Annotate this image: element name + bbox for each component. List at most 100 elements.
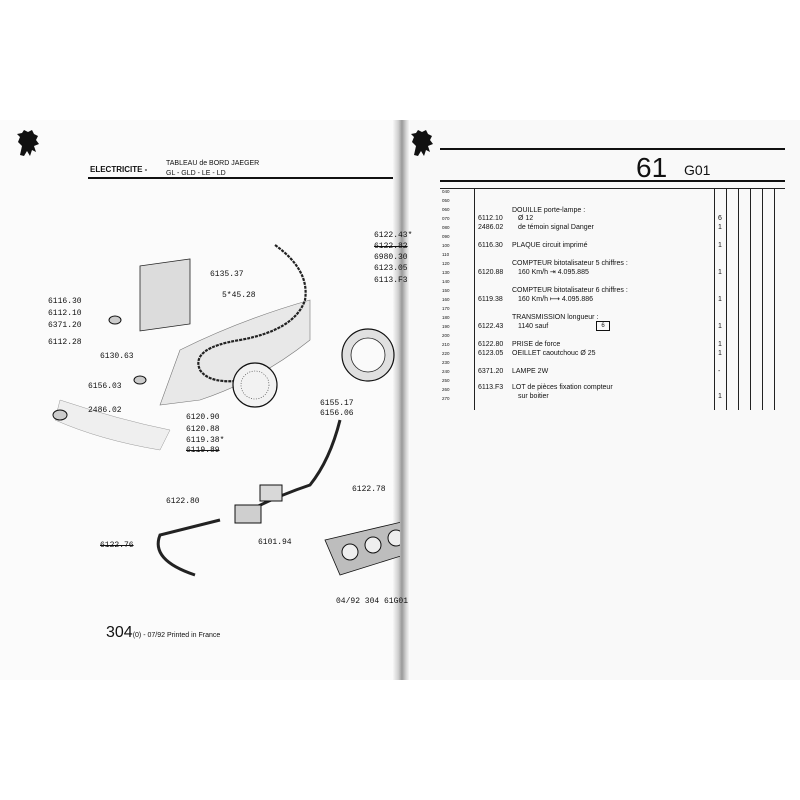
- line-code: 170: [442, 306, 450, 311]
- line-code: 100: [442, 243, 450, 248]
- transmission-cable-lower: [156, 518, 221, 577]
- row-ref: 6122.43: [478, 323, 504, 330]
- line-code: 180: [442, 315, 450, 320]
- col-rule: [762, 188, 763, 410]
- circuit-plate: [139, 258, 191, 332]
- diagram-ref: 6135.37: [210, 270, 244, 279]
- page-footer: 304(0) - 07/92 Printed in France: [106, 624, 220, 642]
- line-code: 200: [442, 333, 450, 338]
- diagram-ref: 6120.88: [186, 425, 220, 434]
- line-code: 120: [442, 261, 450, 266]
- line-code: 230: [442, 360, 450, 365]
- row-qty: 1: [718, 341, 722, 348]
- row-desc: 1140 sauf: [518, 323, 549, 330]
- line-code: 090: [442, 234, 450, 239]
- row-qty: 1: [718, 393, 722, 400]
- section-label: ELECTRICITE -: [90, 165, 148, 174]
- row-ref: 6120.88: [478, 269, 504, 276]
- col-rule: [714, 188, 715, 410]
- exploded-parts-diagram: [52, 244, 400, 577]
- row-desc: 160 Km/h ⟼ 4.095.886: [518, 296, 594, 303]
- diagram-ref: 6116.30: [48, 297, 82, 306]
- line-code: 270: [442, 396, 450, 401]
- diagram-ref: 6119.38*: [186, 436, 225, 445]
- diagram-ref: 6120.90: [186, 413, 220, 422]
- diagram-ref: 6123.05: [374, 264, 408, 273]
- row-desc: COMPTEUR bitotalisateur 5 chiffres :: [512, 260, 628, 267]
- row-qty: 1: [718, 323, 722, 330]
- transmission-cable: [249, 419, 342, 512]
- page-number: 304: [106, 624, 133, 641]
- row-desc: PLAQUE circuit imprimé: [512, 242, 588, 249]
- diagram-ref: 6155.17: [320, 399, 354, 408]
- row-desc: PRISE de force: [512, 341, 561, 348]
- col-rule: [774, 188, 775, 410]
- section-code: G01: [684, 162, 711, 178]
- dashboard-housing-outline: [159, 299, 311, 406]
- diagram-ref: 2486.02: [88, 406, 122, 415]
- row-qty: 6: [718, 215, 722, 222]
- row-desc: OEILLET caoutchouc Ø 25: [512, 350, 596, 357]
- col-rule: [726, 188, 727, 410]
- line-code: 190: [442, 324, 450, 329]
- row-desc: LOT de pièces fixation compteur: [512, 384, 613, 391]
- row-qty: 1: [718, 269, 722, 276]
- right-header-rule-2: [440, 180, 785, 182]
- line-code: 210: [442, 342, 450, 347]
- line-code: 160: [442, 297, 450, 302]
- col-rule: [750, 188, 751, 410]
- right-page: [400, 120, 800, 680]
- peugeot-lion-logo: [411, 130, 433, 156]
- diagram-code: 04/92 304 61G01: [336, 597, 409, 606]
- table-top-rule: [440, 188, 785, 189]
- row-desc: TRANSMISSION longueur :: [512, 314, 599, 321]
- row-ref: 6113.F3: [478, 384, 504, 391]
- row-qty: 1: [718, 296, 722, 303]
- boxed-code: 6: [596, 321, 610, 331]
- col-rule: [474, 188, 475, 410]
- diagram-ref: 6130.63: [100, 352, 134, 361]
- line-code: 150: [442, 288, 450, 293]
- speedometer-cable: [197, 244, 307, 383]
- diagram-ref: 6980.30: [374, 253, 408, 262]
- line-code: 070: [442, 216, 450, 221]
- diagram-ref: 6112.28: [48, 338, 82, 347]
- row-desc: LAMPE 2W: [512, 368, 549, 375]
- diagram-ref: 6113.F3: [374, 276, 408, 285]
- diagram-ref: 6156.06: [320, 409, 354, 418]
- line-code: 040: [442, 189, 450, 194]
- row-desc: 160 Km/h ⇥ 4.095.885: [518, 269, 589, 276]
- diagram-ref: 6156.03: [88, 382, 122, 391]
- diagram-ref: 6122.80: [166, 497, 200, 506]
- section-number: 61: [636, 152, 668, 183]
- print-info: (0) - 07/92 Printed in France: [132, 632, 221, 639]
- row-ref: 6116.30: [478, 242, 503, 249]
- right-header-rule: [440, 148, 785, 150]
- row-qty: -: [718, 368, 721, 375]
- diagram-ref: 6122.78: [352, 485, 386, 494]
- row-ref: 6112.10: [478, 215, 503, 222]
- row-desc: de témoin signal Danger: [518, 224, 594, 231]
- row-ref: 2486.02: [478, 224, 504, 231]
- line-code: 050: [442, 198, 450, 203]
- row-ref: 6123.05: [478, 350, 504, 357]
- line-code: 060: [442, 207, 450, 212]
- row-qty: 1: [718, 350, 722, 357]
- line-code: 130: [442, 270, 450, 275]
- left-header-rule: [88, 177, 393, 179]
- diagram-ref: 5*45.28: [222, 291, 256, 300]
- diagram-ref: 6112.10: [48, 309, 82, 318]
- line-code: 260: [442, 387, 450, 392]
- title-line-1: TABLEAU de BORD JAEGER: [166, 160, 260, 167]
- row-ref: 6371.20: [478, 368, 504, 375]
- row-ref: 6119.38: [478, 296, 503, 303]
- col-rule: [738, 188, 739, 410]
- diagram-ref: 6101.94: [258, 538, 292, 547]
- row-qty: 1: [718, 224, 722, 231]
- diagram-ref: 6119.89: [186, 446, 220, 455]
- peugeot-lion-logo: [17, 130, 39, 156]
- diagram-ref: 6122.76: [100, 541, 134, 550]
- speedometer-gauge: [232, 362, 278, 408]
- row-qty: 1: [718, 242, 722, 249]
- row-ref: 6122.80: [478, 341, 504, 348]
